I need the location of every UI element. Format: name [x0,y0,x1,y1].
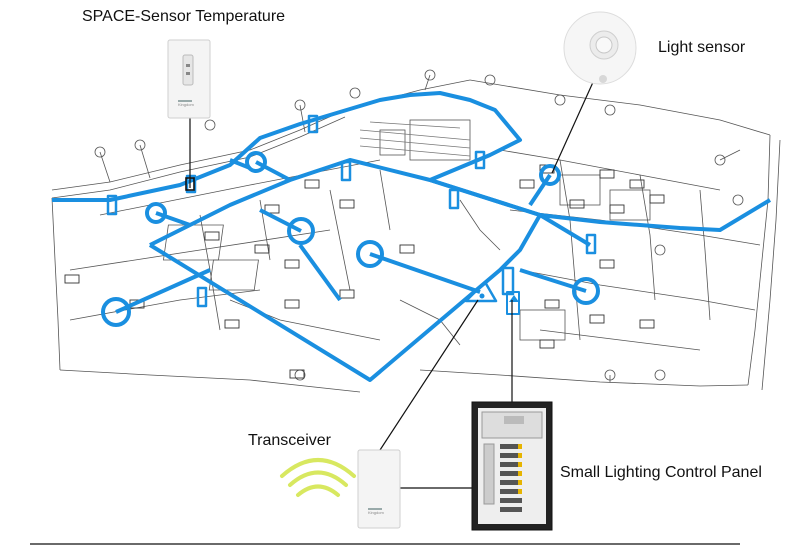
ceiling-light-sensor-icon [563,11,637,85]
sensor-network [52,91,772,382]
wall-sensor-icon [167,39,211,119]
wireless-signal-icon [280,458,356,497]
transceiver-icon [357,449,401,529]
lighting-panel-icon [471,401,553,531]
network-sensor-node [245,151,267,173]
floor-plan [51,69,781,393]
space-sensor-brand: Kingdom [178,102,194,107]
light-sensor-label: Light sensor [658,39,746,56]
transceiver-label: Transceiver [248,432,331,449]
transceiver-brand: Kingdom [368,510,384,515]
control-panel-label: Small Lighting Control Panel [560,464,762,481]
space-sensor-label: SPACE-Sensor Temperature [82,8,286,25]
callout-lines [30,79,740,545]
